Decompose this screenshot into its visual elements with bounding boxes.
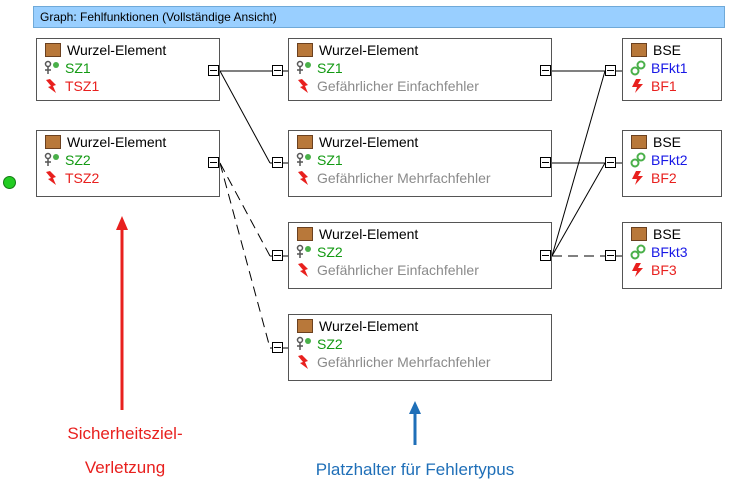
collapse-toggle-root-2[interactable]	[208, 157, 219, 168]
lightning-icon	[46, 79, 56, 93]
red-arrow-head	[116, 216, 128, 230]
collapse-toggle-out-p2[interactable]	[540, 157, 551, 168]
window-title: Graph: Fehlfunktionen (Vollständige Ansi…	[40, 10, 277, 24]
collapse-toggle-in-p3[interactable]	[272, 250, 283, 261]
safety-goal-icon	[296, 60, 311, 74]
lightning-icon	[632, 79, 643, 93]
safety-goal-icon	[296, 244, 311, 258]
chain-link-icon	[630, 244, 646, 260]
link-r2-p4	[219, 162, 271, 349]
annotation-left-line1: Sicherheitsziel-	[67, 424, 183, 443]
lightning-icon	[298, 79, 308, 93]
lightning-icon	[298, 171, 308, 185]
status-indicator	[3, 176, 16, 189]
link-p3-b2	[551, 162, 606, 257]
safety-goal-icon	[44, 152, 59, 166]
brown-square-icon	[297, 135, 313, 149]
link-r1-p2	[219, 70, 271, 164]
chain-link-icon	[630, 152, 646, 168]
brown-square-icon	[45, 135, 61, 149]
bse-node-3[interactable]: BSE BFkt3 BF3	[622, 222, 722, 289]
collapse-toggle-in-b2[interactable]	[605, 157, 616, 168]
root-node-2[interactable]: Wurzel-Element SZ2 TSZ2	[36, 130, 220, 197]
collapse-toggle-in-p1[interactable]	[272, 65, 283, 76]
collapse-toggle-out-p3[interactable]	[540, 250, 551, 261]
collapse-toggle-root-1[interactable]	[208, 65, 219, 76]
bse-node-1[interactable]: BSE BFkt1 BF1	[622, 38, 722, 101]
lightning-icon	[632, 263, 643, 277]
annotation-placeholder-fault-type: Platzhalter für Fehlertypus	[315, 460, 515, 479]
link-p3-b1	[551, 70, 606, 257]
lightning-icon	[298, 263, 308, 277]
chain-link-icon	[630, 60, 646, 76]
brown-square-icon	[631, 227, 647, 241]
collapse-toggle-in-p2[interactable]	[272, 157, 283, 168]
brown-square-icon	[631, 135, 647, 149]
annotation-left-line2: Verletzung	[84, 458, 166, 477]
annotation-safety-goal-violation: Sicherheitsziel- Verletzung	[40, 424, 210, 478]
placeholder-node-1[interactable]: Wurzel-Element SZ1 Gefährlicher Einfachf…	[288, 38, 552, 101]
window-title-bar: Graph: Fehlfunktionen (Vollständige Ansi…	[33, 6, 725, 28]
blue-arrow-head	[409, 401, 421, 414]
lightning-icon	[46, 171, 56, 185]
placeholder-node-4[interactable]: Wurzel-Element SZ2 Gefährlicher Mehrfach…	[288, 314, 552, 381]
collapse-toggle-in-b3[interactable]	[605, 250, 616, 261]
collapse-toggle-in-b1[interactable]	[605, 65, 616, 76]
root-node-1[interactable]: Wurzel-Element SZ1 TSZ1	[36, 38, 220, 101]
brown-square-icon	[45, 43, 61, 57]
brown-square-icon	[297, 43, 313, 57]
placeholder-node-3[interactable]: Wurzel-Element SZ2 Gefährlicher Einfachf…	[288, 222, 552, 289]
bse-node-2[interactable]: BSE BFkt2 BF2	[622, 130, 722, 197]
lightning-icon	[632, 171, 643, 185]
placeholder-node-2[interactable]: Wurzel-Element SZ1 Gefährlicher Mehrfach…	[288, 130, 552, 197]
collapse-toggle-out-p1[interactable]	[540, 65, 551, 76]
lightning-icon	[298, 355, 308, 369]
safety-goal-icon	[44, 60, 59, 74]
safety-goal-icon	[296, 336, 311, 350]
brown-square-icon	[297, 319, 313, 333]
link-r2-p3	[219, 162, 271, 257]
brown-square-icon	[297, 227, 313, 241]
brown-square-icon	[631, 43, 647, 57]
collapse-toggle-in-p4[interactable]	[272, 342, 283, 353]
safety-goal-icon	[296, 152, 311, 166]
